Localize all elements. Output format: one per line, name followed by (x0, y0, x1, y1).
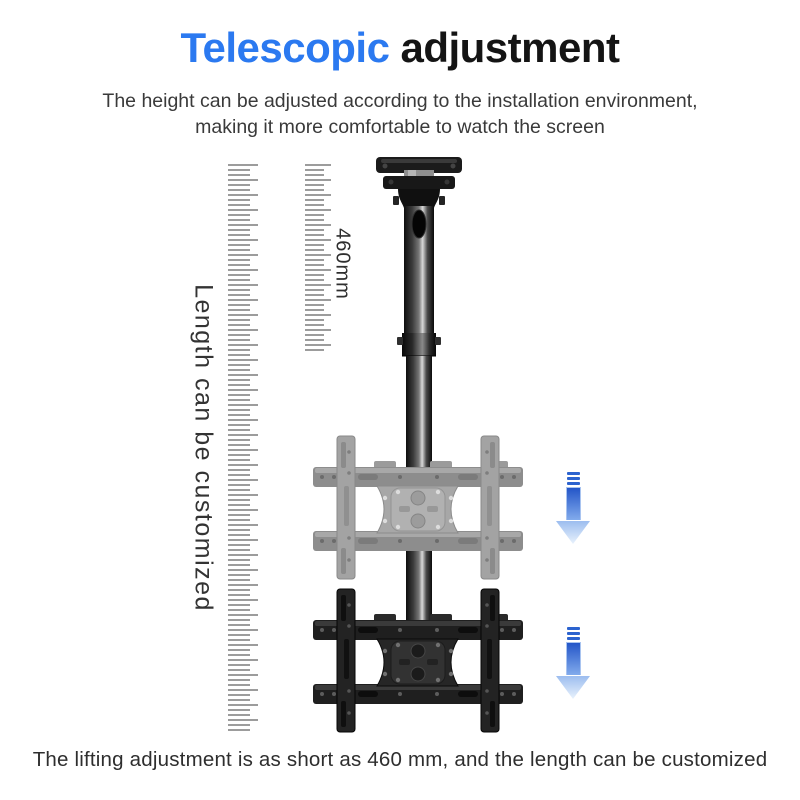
subtitle-line-1: The height can be adjusted according to … (102, 90, 698, 112)
subtitle: The height can be adjusted according to … (0, 88, 800, 141)
footer-caption: The lifting adjustment is as short as 46… (32, 748, 768, 771)
bracket-lower-position (313, 588, 523, 733)
bracket-upper-position (313, 435, 523, 580)
arrow-dash (566, 472, 580, 475)
arrow-dash (566, 637, 580, 640)
arrow-head (556, 676, 590, 699)
lock-screw (397, 337, 403, 345)
arrow-dash (566, 477, 580, 480)
title-rest: adjustment (400, 24, 620, 71)
title-highlight: Telescopic (180, 24, 390, 71)
down-arrow-icon (556, 472, 590, 544)
arrow-dash (566, 632, 580, 635)
subtitle-line-2: making it more comfortable to watch the … (195, 116, 605, 139)
full-length-ruler (228, 164, 258, 734)
adjustment-range-ruler (305, 164, 331, 354)
arrow-dash (566, 482, 580, 485)
ruler-ticks-major (305, 164, 331, 354)
arrow-dash (566, 627, 580, 630)
telescopic-pole (397, 206, 441, 652)
lock-screw (435, 337, 441, 345)
ruler-ticks-major (228, 164, 258, 734)
vesa-arm (480, 588, 500, 733)
arrow-shaft (565, 487, 581, 520)
tv-mount-graphic (313, 157, 523, 733)
ceiling-plate (376, 157, 462, 213)
arrow-shaft (565, 642, 581, 675)
pole-lock-collar (402, 333, 436, 356)
vesa-arm (336, 588, 356, 733)
down-arrow-icon (556, 627, 590, 699)
length-customized-label: Length can be customized (189, 284, 218, 612)
vesa-arm (480, 435, 500, 580)
vesa-arm (336, 435, 356, 580)
arrow-head (556, 521, 590, 544)
